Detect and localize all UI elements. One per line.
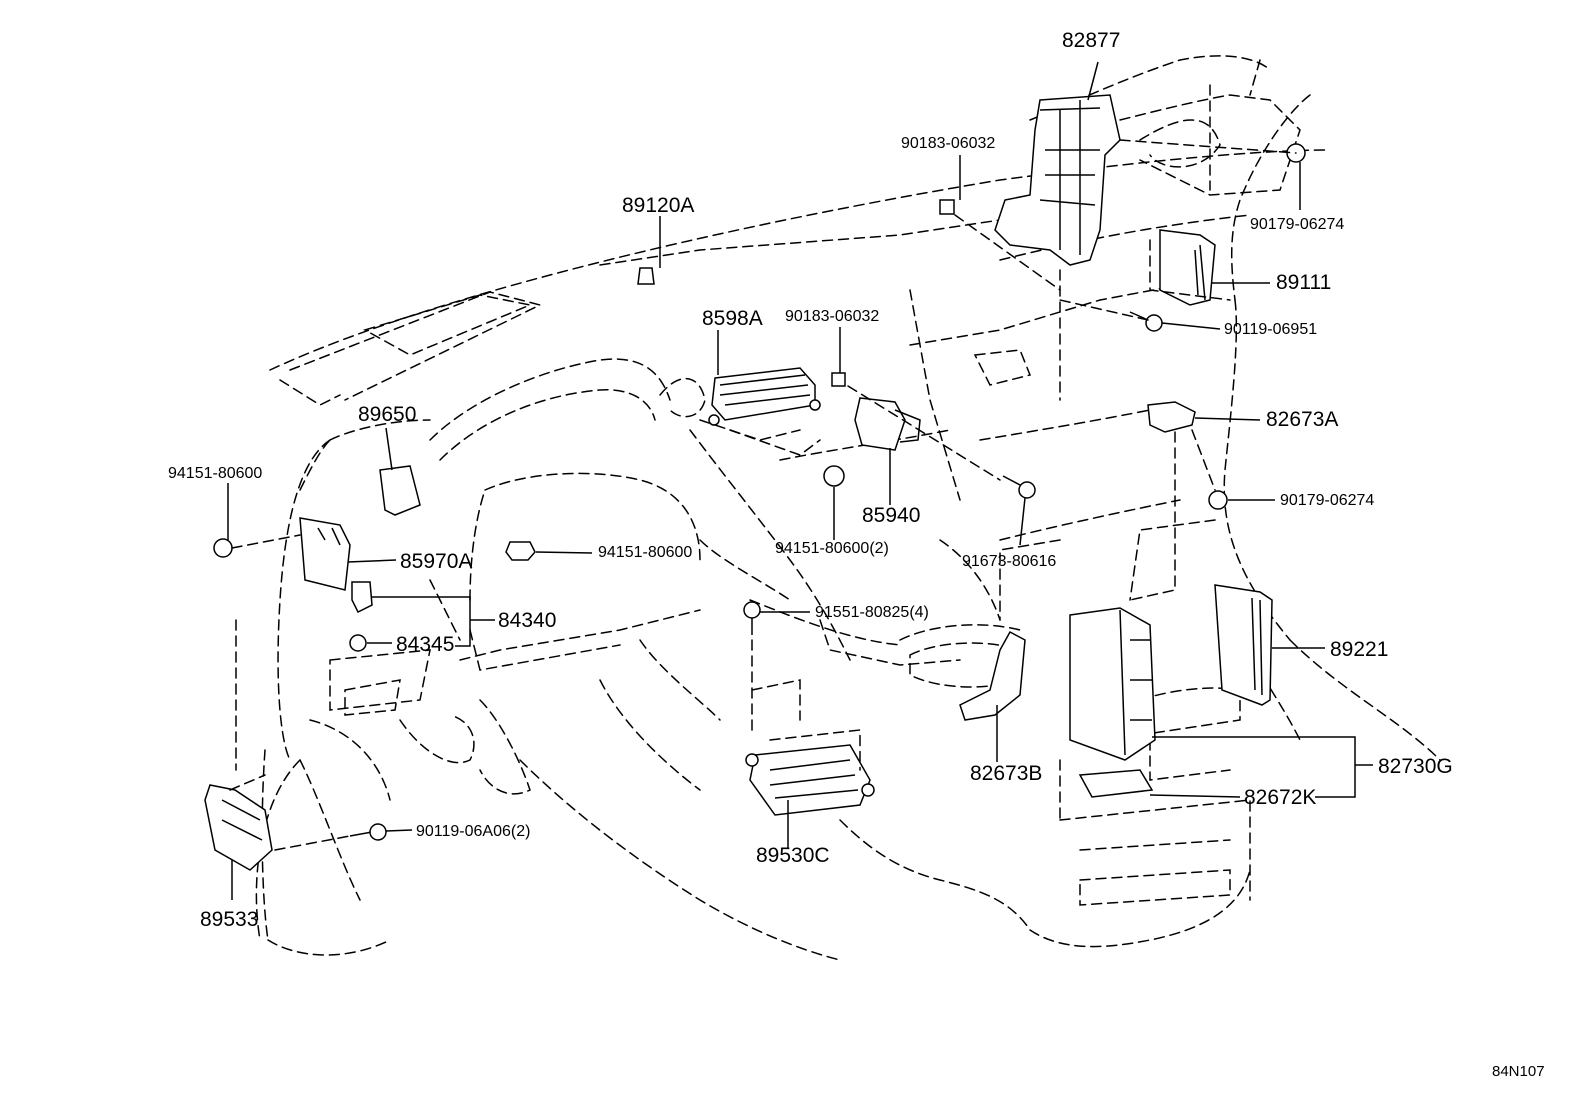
label-91551: 91551-80825(4) <box>815 604 929 621</box>
label-85940: 85940 <box>862 504 920 527</box>
part-82673A-bracket <box>1147 401 1196 433</box>
part-84340-switch <box>351 581 373 614</box>
part-82730G-block <box>1069 607 1156 761</box>
part-labels: 82877 90183-06032 89120A 90179-06274 891… <box>168 29 1545 1080</box>
label-90183-upper: 90183-06032 <box>901 135 995 152</box>
label-94151-2: 94151-80600(2) <box>775 540 889 557</box>
part-89111-module <box>1159 229 1216 306</box>
label-89221: 89221 <box>1330 638 1388 661</box>
part-82673B-bracket <box>959 630 1026 721</box>
part-90179-clip-lower <box>1208 490 1228 510</box>
part-90119-06951-bolt <box>1129 311 1163 332</box>
part-90119-06A06-bolt <box>349 823 387 841</box>
part-89530C-module <box>745 744 875 816</box>
part-94151-nut-center <box>505 541 536 561</box>
part-84345-nut <box>349 634 367 652</box>
part-8598A-unit <box>708 367 821 426</box>
label-90179-lower: 90179-06274 <box>1280 492 1374 509</box>
label-90179-upper: 90179-06274 <box>1250 216 1344 233</box>
part-89650-sensor <box>379 465 421 516</box>
part-90183-clip-mid <box>831 372 846 387</box>
label-89111: 89111 <box>1276 271 1331 294</box>
part-82877-duct <box>994 94 1121 266</box>
label-89650: 89650 <box>358 403 416 426</box>
label-85970A: 85970A <box>400 550 472 573</box>
assembly-lines <box>229 139 1297 851</box>
label-84345: 84345 <box>396 633 454 656</box>
part-89120A-sensor <box>637 267 655 285</box>
label-82673B: 82673B <box>970 762 1042 785</box>
part-91673-bolt <box>1002 475 1036 499</box>
part-89533-bracket <box>204 784 273 871</box>
label-90183-mid: 90183-06032 <box>785 308 879 325</box>
label-91673: 91673-80616 <box>962 553 1056 570</box>
label-90119-06A06: 90119-06A06(2) <box>416 823 530 840</box>
label-89533: 89533 <box>200 908 258 931</box>
label-82730G: 82730G <box>1378 755 1453 778</box>
label-89120A: 89120A <box>622 194 694 217</box>
part-91551-bolt <box>743 601 761 635</box>
part-94151-nut-mid <box>823 465 845 487</box>
label-94151-center: 94151-80600 <box>598 544 692 561</box>
label-82877: 82877 <box>1062 29 1120 52</box>
part-94151-nut-left <box>213 538 233 558</box>
parts <box>204 94 1306 871</box>
label-82673A: 82673A <box>1266 408 1338 431</box>
label-94151-left: 94151-80600 <box>168 465 262 482</box>
label-84340: 84340 <box>498 609 556 632</box>
diagram-code: 84N107 <box>1492 1063 1545 1080</box>
label-90119-06951: 90119-06951 <box>1224 321 1317 338</box>
label-8598A: 8598A <box>702 307 763 330</box>
label-89530C: 89530C <box>756 844 830 867</box>
part-90183-clip-upper <box>939 199 955 215</box>
part-89221-module <box>1214 584 1273 706</box>
label-82672K: 82672K <box>1244 786 1316 809</box>
part-82672K-cover <box>1078 769 1154 798</box>
part-85970A-module <box>299 517 351 591</box>
leader-lines <box>227 61 1373 900</box>
